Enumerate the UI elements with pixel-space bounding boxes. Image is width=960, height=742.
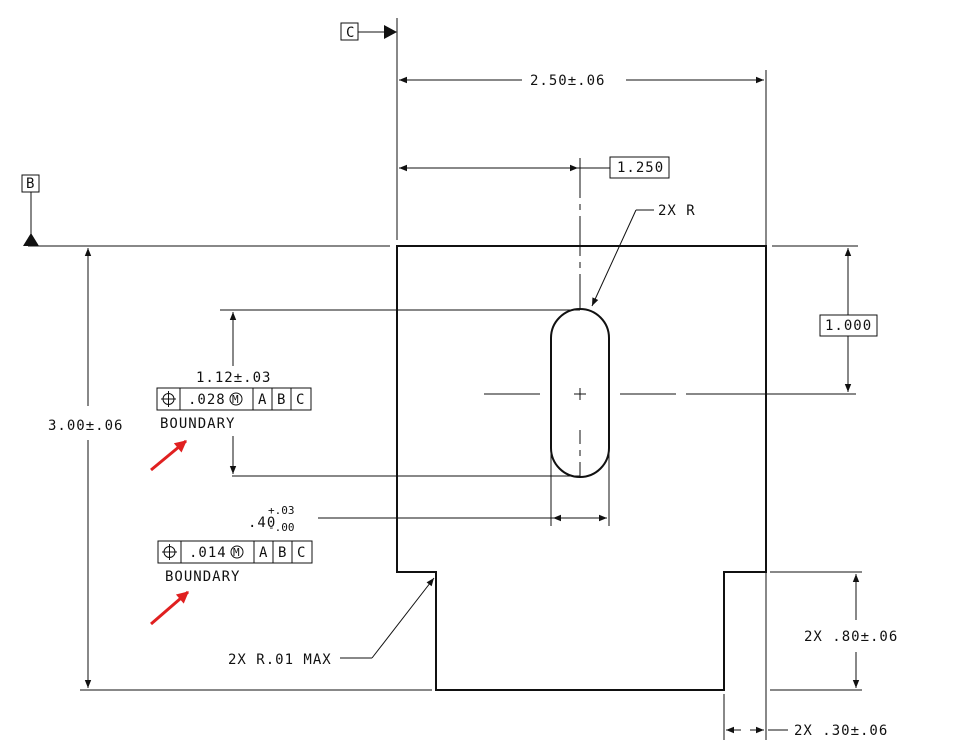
overall-width-label: 2.50±.06	[530, 73, 605, 89]
position-icon	[161, 391, 176, 407]
fcf2-datum-b: B	[278, 545, 287, 561]
slot-x-basic-box	[609, 156, 670, 179]
fcf1-datum-a: A	[258, 392, 267, 408]
datum-c-label: C	[346, 25, 355, 41]
overall-height-label: 3.00±.06	[48, 418, 123, 434]
slot-width-label: .40	[248, 515, 276, 531]
slot-radius-leader	[591, 209, 637, 307]
corner-radius-label: 2X R.01 MAX	[228, 652, 332, 668]
slot-radius-label: 2X R	[658, 203, 696, 219]
fcf1-modifier: M	[232, 393, 239, 406]
notch-width-label: 2X .30±.06	[794, 723, 888, 739]
fcf2-datum-a: A	[259, 545, 268, 561]
slot-length-label: 1.12±.03	[196, 370, 271, 386]
fcf2-datum-c: C	[297, 545, 306, 561]
part-outline	[396, 245, 767, 691]
slot-y-label: 1.000	[825, 318, 872, 334]
position-icon	[162, 544, 177, 560]
fcf2-modifier: M	[233, 546, 240, 559]
datum-b	[21, 174, 40, 246]
slot-width-tol-minus: -.00	[268, 521, 295, 534]
red-arrow-icon	[150, 439, 187, 472]
datum-c	[340, 22, 397, 41]
fcf1-boundary-label: BOUNDARY	[160, 416, 235, 432]
mmc-modifier-icon	[229, 392, 243, 406]
slot-y-basic-box	[819, 314, 878, 337]
fcf1-datum-c: C	[296, 392, 305, 408]
notch-height-label: 2X .80±.06	[804, 629, 898, 645]
datum-b-label: B	[26, 176, 35, 192]
datum-triangle-icon	[384, 25, 397, 39]
feature-control-frame-2	[157, 540, 313, 564]
slot-x-label: 1.250	[617, 160, 664, 176]
fcf2-boundary-label: BOUNDARY	[165, 569, 240, 585]
slot-outline	[550, 308, 610, 478]
fcf1-tolerance: .028	[188, 392, 226, 408]
fcf1-datum-b: B	[277, 392, 286, 408]
corner-radius-leader	[371, 577, 435, 659]
feature-control-frame-1	[156, 387, 312, 411]
datum-triangle-icon	[23, 233, 39, 246]
red-arrow-icon	[150, 590, 189, 626]
fcf2-tolerance: .014	[189, 545, 227, 561]
mmc-modifier-icon	[230, 545, 244, 559]
slot-width-tol-plus: +.03	[268, 504, 295, 517]
